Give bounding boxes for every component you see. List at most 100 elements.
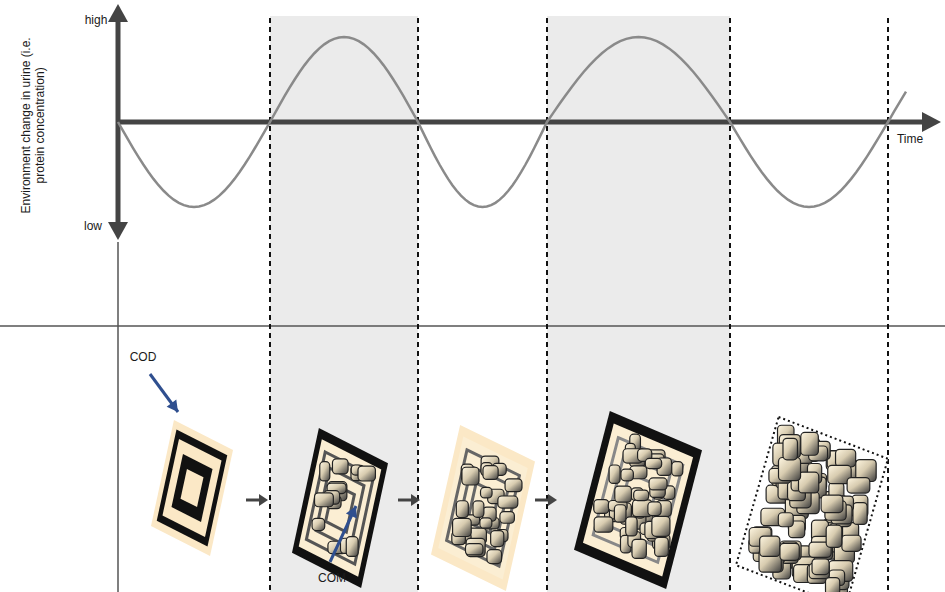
axis-title: Time <box>897 132 923 146</box>
crystal-outline <box>574 411 702 589</box>
time-band <box>547 16 730 592</box>
cod-layer <box>162 439 221 537</box>
axis-label: low <box>84 219 102 233</box>
crystal-core <box>583 423 693 576</box>
dashed-marker <box>269 18 271 592</box>
stage-arrow <box>535 499 549 502</box>
axis-arrowhead <box>108 4 128 22</box>
concentration-wave <box>118 37 906 207</box>
com-crystal <box>456 501 468 518</box>
crystal-core <box>299 439 382 577</box>
leader-line <box>330 506 356 562</box>
leader-arrowhead <box>167 400 178 412</box>
crystal-stage <box>151 420 233 556</box>
crystal-stage <box>574 411 702 589</box>
com-crystal <box>465 544 483 555</box>
com-crystal <box>473 501 484 517</box>
dashed-marker <box>887 18 889 592</box>
stage-arrowhead <box>411 494 420 506</box>
com-crystal <box>505 479 522 492</box>
com-crystal <box>842 535 861 551</box>
crystal-stage <box>292 428 388 588</box>
com-crystal <box>780 541 801 560</box>
com-crystal <box>480 518 492 528</box>
com-crystal <box>648 502 661 516</box>
com-crystal <box>853 503 867 525</box>
crystal-outline <box>431 425 535 591</box>
cod-layer <box>181 469 204 507</box>
crystal-outline <box>151 420 233 556</box>
cod-layer <box>593 438 683 563</box>
divider-line <box>0 325 945 327</box>
callout-label: COM <box>318 571 346 585</box>
com-crystal <box>358 466 375 481</box>
com-crystal <box>778 458 800 481</box>
com-crystal <box>812 559 829 575</box>
axis-arrowhead <box>108 222 128 240</box>
com-crystal <box>346 537 358 557</box>
crystal-outline <box>736 417 888 592</box>
crystal-stage <box>736 417 888 592</box>
com-crystal <box>500 512 514 524</box>
com-crystal <box>672 462 683 476</box>
com-crystal <box>481 487 493 498</box>
time-band <box>270 16 418 592</box>
com-crystal <box>847 478 870 493</box>
com-crystal <box>826 578 840 592</box>
axis-title: Environment change in urine (i.e. protei… <box>19 35 48 215</box>
dashed-marker <box>417 18 419 592</box>
crystal-core <box>438 437 527 580</box>
crystal-stage <box>431 425 535 591</box>
cod-layer <box>447 450 520 566</box>
com-crystal <box>783 438 797 460</box>
com-crystal <box>332 459 348 474</box>
com-crystal <box>778 513 793 527</box>
com-crystal <box>615 486 632 502</box>
com-crystal <box>649 478 667 490</box>
com-crystal <box>483 466 498 480</box>
com-crystal <box>760 536 780 556</box>
com-crystal <box>652 516 670 536</box>
crystal-outline <box>292 428 388 588</box>
axis-label: high <box>85 13 108 27</box>
com-crystal <box>320 462 330 481</box>
y-axis-lower <box>117 242 119 592</box>
com-crystal <box>594 500 609 514</box>
com-crystal <box>312 518 325 530</box>
com-crystal <box>594 517 613 532</box>
com-crystal <box>498 496 518 508</box>
com-crystal <box>836 449 856 466</box>
stage-arrow <box>398 499 412 502</box>
com-crystal <box>609 465 620 483</box>
com-crystal <box>462 467 479 485</box>
cod-layer <box>172 454 213 522</box>
com-crystal <box>466 538 485 556</box>
leader-arrowhead <box>346 506 357 519</box>
dashed-marker <box>546 18 548 592</box>
com-crystal <box>453 518 472 536</box>
stage-arrowhead <box>259 494 268 506</box>
stage-arrow <box>246 499 260 502</box>
axis-arrowhead <box>922 112 941 132</box>
com-crystal <box>780 543 799 560</box>
com-crystal <box>614 505 626 522</box>
leader-line <box>150 374 178 412</box>
com-crystal <box>826 525 842 547</box>
dashed-marker <box>729 18 731 592</box>
cod-layer <box>186 478 197 497</box>
com-crystal <box>798 472 818 493</box>
com-crystal <box>491 531 504 547</box>
com-crystal <box>315 493 334 507</box>
com-crystal <box>821 495 843 512</box>
callout-label: COD <box>130 350 157 364</box>
com-crystal <box>634 490 649 500</box>
com-crystal <box>655 537 669 556</box>
com-crystal <box>621 469 633 481</box>
crystal-core <box>157 430 228 547</box>
com-crystal <box>645 458 661 468</box>
stage-arrowhead <box>548 494 557 506</box>
com-crystal <box>632 539 646 558</box>
time-axis <box>118 120 926 125</box>
